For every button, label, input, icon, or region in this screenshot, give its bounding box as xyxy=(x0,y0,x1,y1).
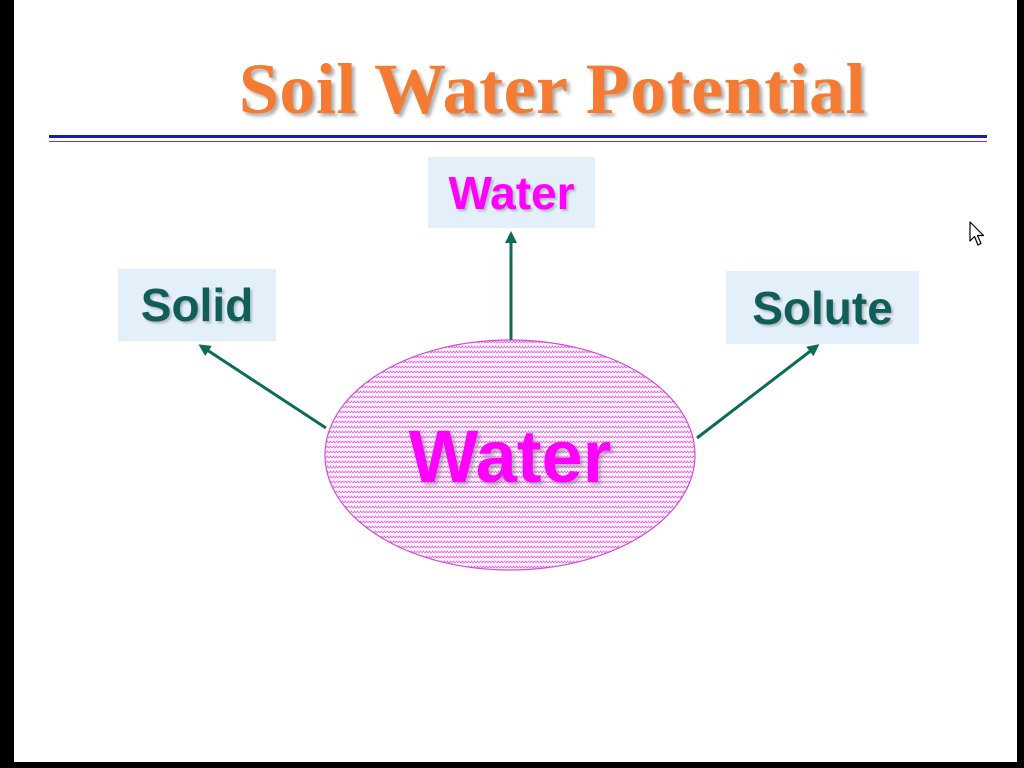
title-rule-bottom xyxy=(49,141,987,142)
node-water-label: Water xyxy=(448,166,575,219)
slide: Soil Water Potential Water Solid xyxy=(14,0,1017,762)
node-solid: Solid xyxy=(118,269,276,341)
node-solute: Solute xyxy=(726,271,919,344)
slide-title: Soil Water Potential xyxy=(238,49,867,129)
diagram-canvas xyxy=(198,231,820,571)
mouse-pointer-icon xyxy=(969,221,985,246)
center-water-label: Water xyxy=(408,415,612,498)
node-water: Water xyxy=(428,157,595,228)
node-solid-label: Solid xyxy=(140,279,254,331)
title-rule-top xyxy=(49,135,987,138)
arrow-to-solid xyxy=(198,344,327,430)
node-solute-label: Solute xyxy=(752,281,893,334)
arrow-to-solute xyxy=(696,344,820,440)
